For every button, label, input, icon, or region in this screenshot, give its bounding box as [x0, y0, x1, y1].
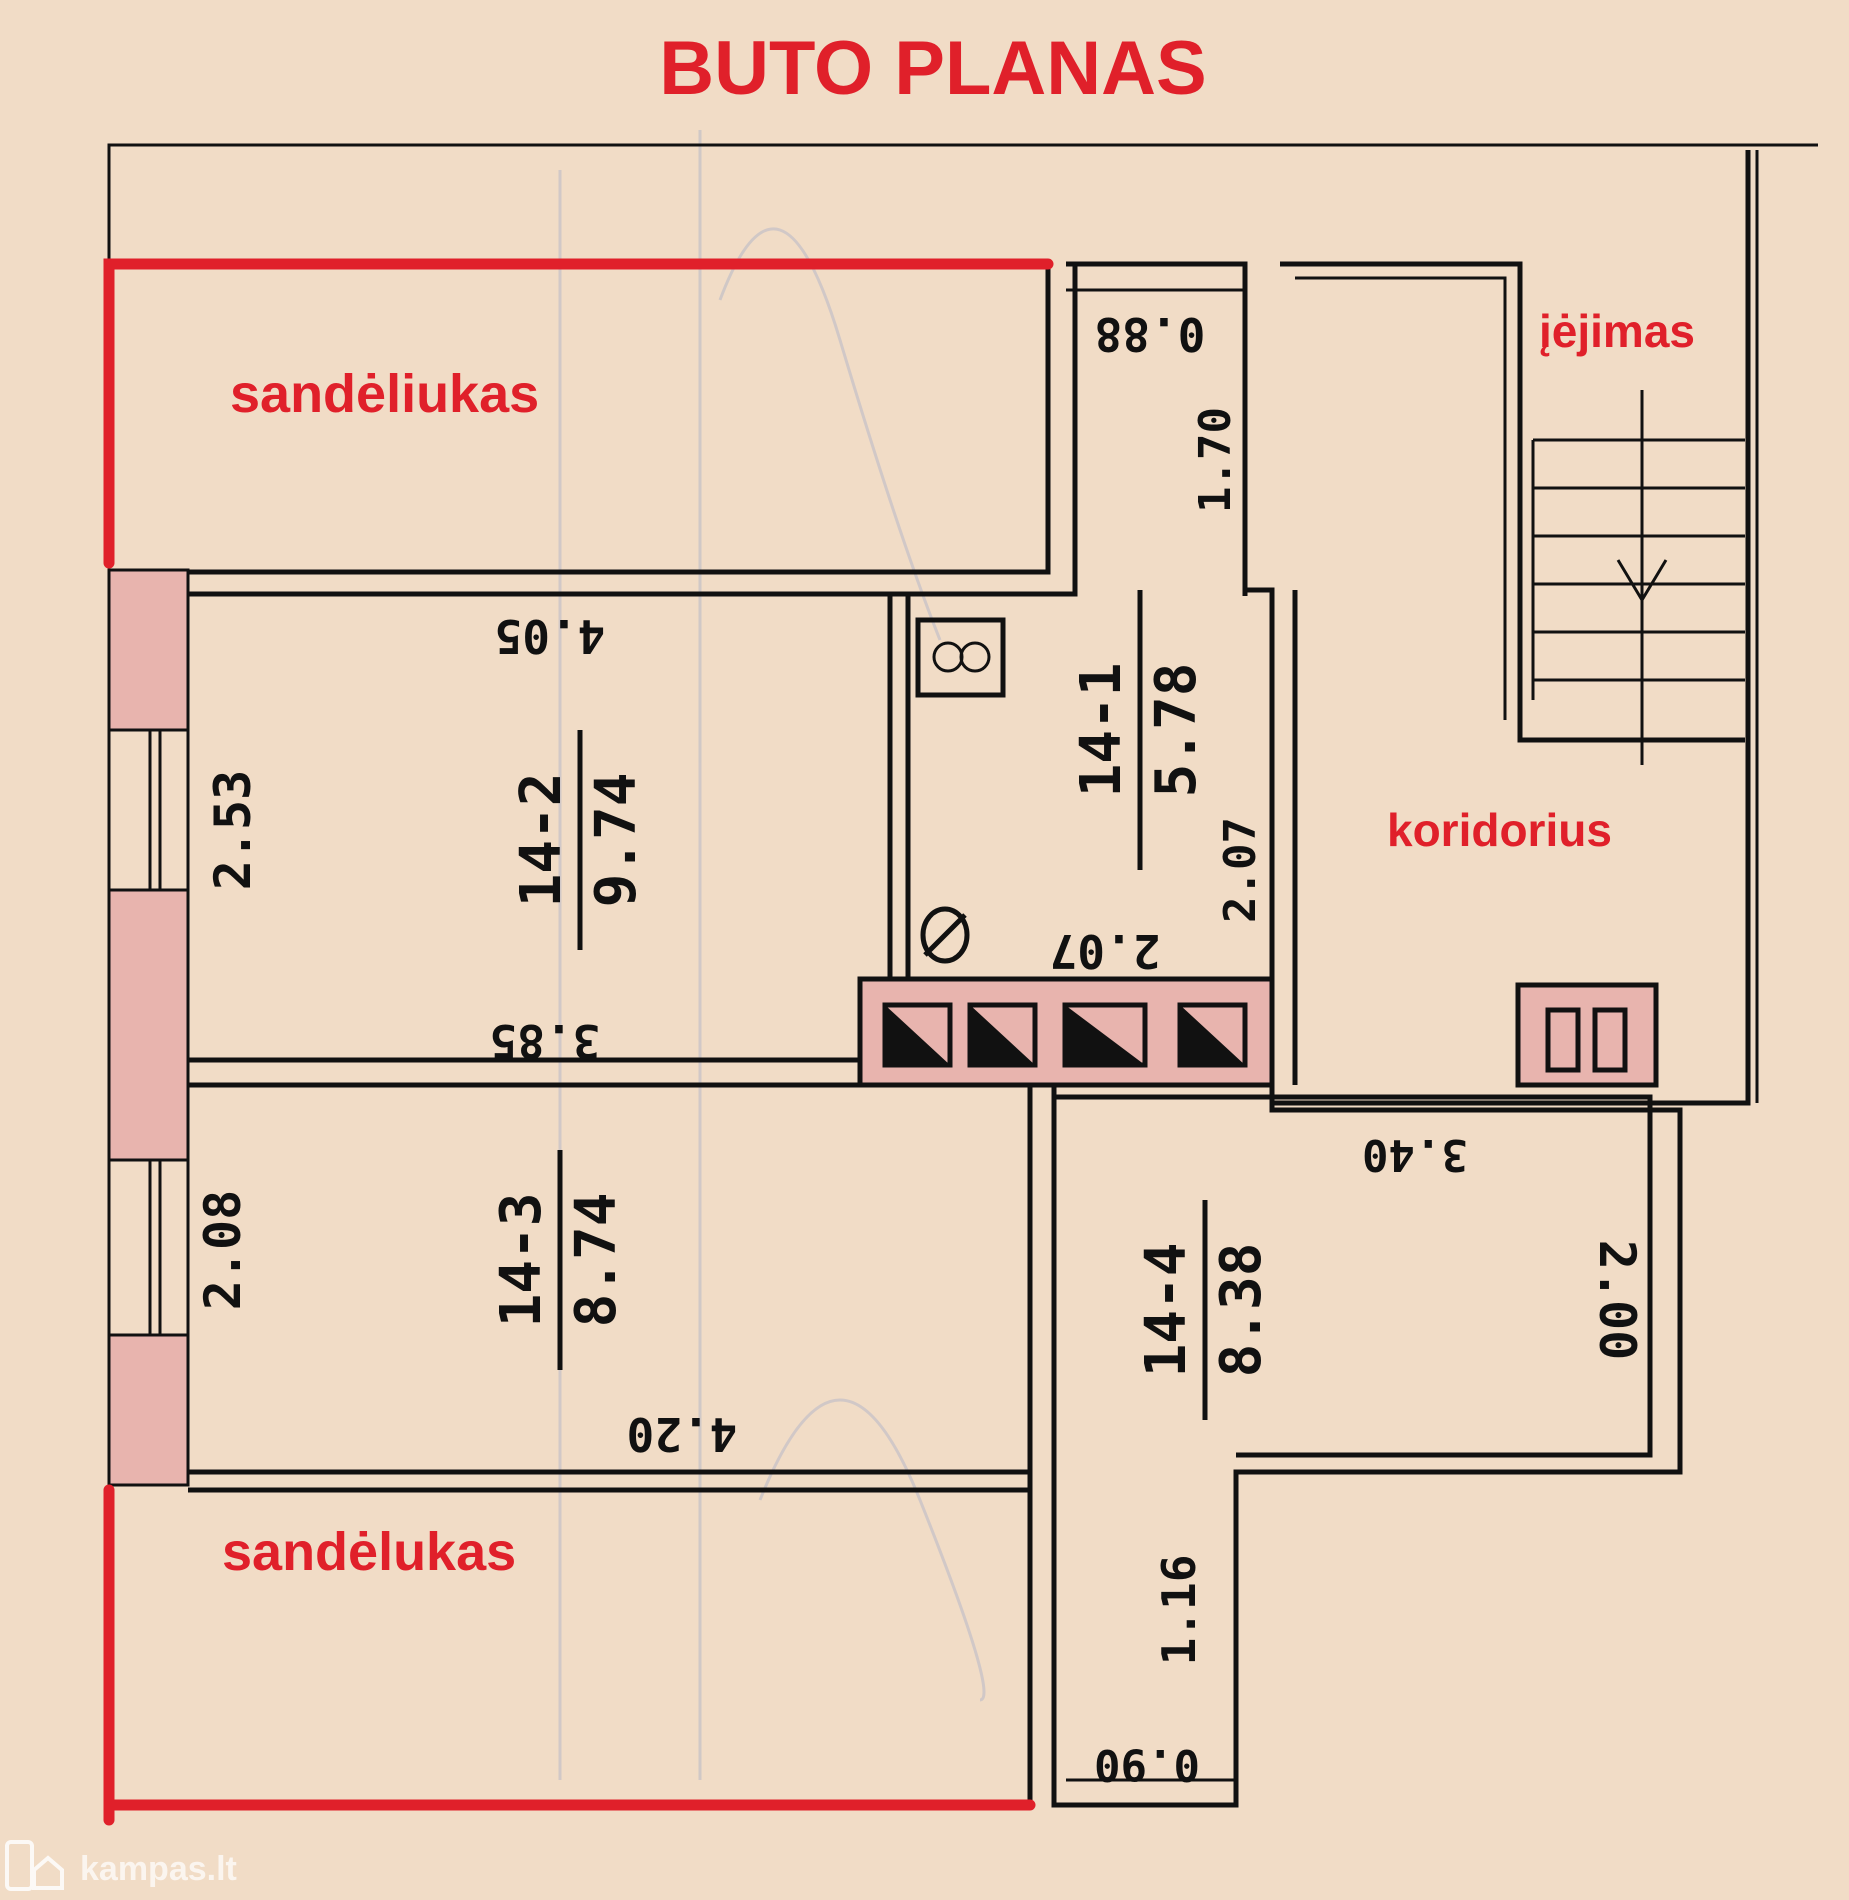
label-storage-bottom: sandėlukas	[222, 1522, 516, 1582]
staircase	[1531, 390, 1745, 765]
outer-walls	[107, 143, 1818, 1106]
dim-r4-top: 3.40	[1362, 1129, 1468, 1180]
exterior-wall-left	[107, 568, 190, 1487]
room-14-3: 14-3 8.74	[489, 1150, 629, 1370]
watermark-text: kampas.lt	[80, 1850, 237, 1888]
room-14-4: 14-4 8.38	[1134, 1200, 1274, 1420]
dim-r2-bottom: 3.85	[490, 1014, 601, 1068]
room-id: 14-2	[509, 773, 574, 908]
dim-r4-hall-bottom: 0.90	[1094, 1739, 1200, 1790]
background-stamp-lines	[558, 130, 986, 1780]
room-id: 14-3	[489, 1193, 554, 1328]
room-id: 14-1	[1069, 663, 1134, 798]
room-14-2: 14-2 9.74	[509, 730, 649, 950]
room-area: 5.78	[1144, 663, 1209, 798]
dim-r2-top: 4.05	[495, 609, 606, 663]
label-entrance: įėjimas	[1539, 305, 1695, 357]
dim-k-side: 1.70	[1190, 407, 1241, 513]
room-id: 14-4	[1134, 1243, 1199, 1378]
interior-walls	[188, 261, 1745, 1808]
dim-r2-side: 2.53	[204, 770, 262, 890]
ventilation-block	[857, 976, 1659, 1088]
dim-k-side2: 2.07	[1215, 817, 1266, 923]
label-corridor: koridorius	[1387, 804, 1612, 856]
dim-r3-side: 2.08	[194, 1190, 252, 1310]
room-area: 8.74	[564, 1193, 629, 1328]
dimensions: 4.05 2.53 3.85 0.88 1.70 2.07 2.07 2.08 …	[194, 307, 1646, 1790]
label-storage-top: sandėliukas	[230, 364, 539, 424]
room-area: 8.38	[1209, 1243, 1274, 1378]
dim-k-top: 0.88	[1095, 307, 1206, 361]
page-title: BUTO PLANAS	[659, 26, 1207, 111]
sink-icon	[920, 906, 970, 964]
kampas-logo: kampas.lt	[5, 1840, 237, 1891]
dim-r4-hall: 1.16	[1152, 1555, 1206, 1666]
stove-icon	[915, 617, 1006, 698]
storage-outline-top	[103, 258, 1054, 569]
dim-r3-bottom: 4.20	[627, 1407, 738, 1461]
room-area: 9.74	[584, 773, 649, 908]
storage-outline-bottom	[103, 1484, 1036, 1826]
dim-r4-side: 2.00	[1588, 1240, 1646, 1360]
room-14-1: 14-1 5.78	[1069, 590, 1209, 870]
dim-k-bottom: 2.07	[1050, 924, 1161, 978]
